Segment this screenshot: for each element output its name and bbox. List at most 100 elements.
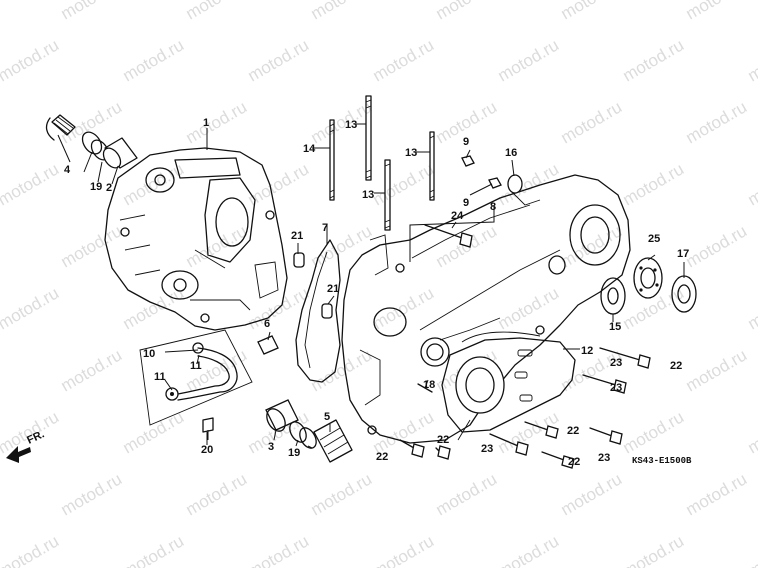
watermark-text: motod.ru: [308, 221, 376, 271]
callout-labels: 1 2 3 4 5 6 7 8 9 9 10 11 11 12 13 13 13…: [25, 117, 692, 468]
callout-21a: 21: [291, 230, 303, 242]
watermark-text: motod.ru: [495, 283, 563, 333]
watermark-text: motod.ru: [683, 221, 751, 271]
callout-19b: 19: [288, 447, 300, 459]
watermark-text: motod.ru: [183, 469, 251, 519]
watermark-text: motod.ru: [183, 97, 251, 147]
watermark-text: motod.ru: [58, 221, 126, 271]
callout-5: 5: [324, 411, 330, 423]
watermark-text: motod.ru: [558, 469, 626, 519]
watermark-text: motod.ru: [433, 0, 501, 23]
watermark-text: motod.ru: [58, 469, 126, 519]
watermark-text: motod.ru: [308, 0, 376, 23]
watermark-text: motod.ru: [683, 97, 751, 147]
callout-10: 10: [143, 348, 155, 360]
callout-22e: 22: [437, 434, 449, 446]
watermark-text: motod.ru: [495, 159, 563, 209]
watermark-text: motod.ru: [745, 531, 758, 568]
watermark-text: motod.ru: [308, 97, 376, 147]
watermark-text: motod.ru: [620, 531, 688, 568]
front-direction-arrow: [6, 446, 31, 463]
watermark-text: motod.ru: [683, 0, 751, 23]
callout-23b: 23: [610, 382, 622, 394]
watermark-text: motod.ru: [58, 345, 126, 395]
callout-13b: 13: [405, 147, 417, 159]
callout-18: 18: [423, 379, 435, 391]
callout-24: 24: [451, 210, 464, 222]
left-crankcase-cover: [104, 147, 288, 331]
callout-17: 17: [677, 248, 689, 260]
watermark-text: motod.ru: [120, 35, 188, 85]
callout-2: 2: [106, 182, 112, 194]
callout-25: 25: [648, 233, 660, 245]
watermark-text: motod.ru: [370, 159, 438, 209]
watermark-text: motod.ru: [620, 159, 688, 209]
watermark-text: motod.ru: [558, 221, 626, 271]
watermark-text: motod.ru: [433, 469, 501, 519]
watermark-text: motod.ru: [58, 97, 126, 147]
callout-13a: 13: [345, 119, 357, 131]
watermark-text: motod.ru: [120, 531, 188, 568]
watermark-text: motod.ru: [620, 35, 688, 85]
watermark-text: motod.ru: [370, 407, 438, 457]
watermark-text: motod.ru: [683, 345, 751, 395]
watermark-text: motod.ru: [0, 531, 62, 568]
callout-11b: 11: [154, 371, 166, 383]
watermark-text: motod.ru: [370, 35, 438, 85]
seal-group-top-left: [45, 114, 138, 169]
watermark-text: motod.ru: [0, 283, 62, 333]
callout-6: 6: [264, 318, 270, 330]
callout-21b: 21: [327, 283, 339, 295]
leader-lines: [57, 123, 685, 449]
watermark-text: motod.ru: [558, 97, 626, 147]
callout-22c: 22: [568, 456, 580, 468]
diagram-code: KS43-E1500B: [632, 456, 692, 466]
watermark-text: motod.ru: [58, 0, 126, 23]
callout-9a: 9: [463, 136, 469, 148]
callout-11a: 11: [190, 360, 202, 372]
watermark-text: motod.ru: [120, 407, 188, 457]
watermark-text: motod.ru: [745, 159, 758, 209]
watermark-text: motod.ru: [558, 0, 626, 23]
watermark-text: motod.ru: [0, 159, 62, 209]
callout-9b: 9: [463, 197, 469, 209]
callout-19a: 19: [90, 181, 102, 193]
callout-4: 4: [64, 164, 71, 176]
callout-16: 16: [505, 147, 517, 159]
seal-group-bottom: [265, 399, 353, 463]
watermark-text: motod.ru: [495, 35, 563, 85]
callout-22b: 22: [567, 425, 579, 437]
callout-23a: 23: [610, 357, 622, 369]
callout-23d: 23: [481, 443, 493, 455]
callout-23c: 23: [598, 452, 610, 464]
callout-15: 15: [609, 321, 621, 333]
callout-20: 20: [201, 444, 213, 456]
watermark-text: motod.ru: [683, 469, 751, 519]
watermark-text: motod.ru: [370, 531, 438, 568]
callout-13c: 13: [362, 189, 374, 201]
callout-3: 3: [268, 441, 274, 453]
watermark-text: motod.ru: [245, 531, 313, 568]
callout-22d: 22: [376, 451, 388, 463]
watermark-text: motod.ru: [495, 531, 563, 568]
callout-7: 7: [322, 222, 328, 234]
watermark-text: motod.ru: [745, 35, 758, 85]
watermark-text: motod.ru: [245, 35, 313, 85]
callout-22a: 22: [670, 360, 682, 372]
watermark-text: motod.ru: [620, 407, 688, 457]
watermark-text: motod.ru: [0, 35, 62, 85]
callout-14: 14: [303, 143, 316, 155]
watermark-text: motod.ru: [183, 0, 251, 23]
callout-12: 12: [581, 345, 593, 357]
watermark-text: motod.ru: [745, 407, 758, 457]
cam-chain-plate: [441, 331, 576, 441]
callout-8: 8: [490, 201, 496, 213]
right-crankcase: [341, 174, 631, 444]
watermark-text: motod.ru: [745, 283, 758, 333]
callout-1: 1: [203, 117, 209, 129]
studs-and-bolts: [329, 95, 651, 469]
oil-hose-assembly: [139, 329, 253, 440]
watermark-text: motod.ru: [308, 469, 376, 519]
dowel-pins: [257, 252, 333, 355]
